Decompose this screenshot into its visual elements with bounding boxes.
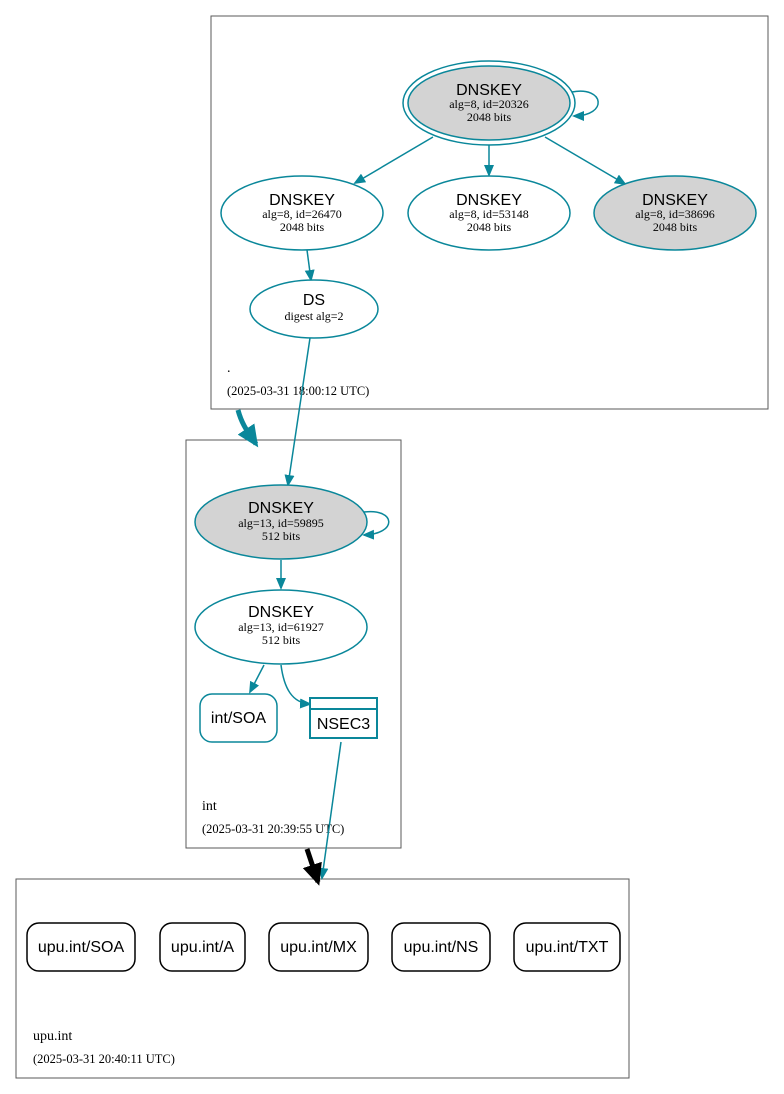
ds-shape [249, 279, 379, 339]
int-zsk-shape [194, 589, 368, 665]
delegation-int-to-upu [302, 848, 322, 886]
root-ksk-38696-size: 2048 bits [653, 220, 698, 234]
zone-root-timestamp: (2025-03-31 18:00:12 UTC) [227, 384, 369, 398]
int-ksk-size: 512 bits [262, 529, 301, 543]
zone-int-timestamp: (2025-03-31 20:39:55 UTC) [202, 822, 344, 836]
upu-a-shape [159, 922, 246, 972]
zone-upu: upu.int (2025-03-31 20:40:11 UTC) [15, 878, 630, 1079]
edge-int-ksk-self [362, 510, 390, 540]
root-zsk-26470-detail: alg=8, id=26470 [262, 207, 342, 221]
nsec3-node[interactable]: NSEC3 [309, 697, 378, 739]
zone-int-name: int [202, 799, 217, 814]
upu-ns-label: upu.int/NS [404, 939, 479, 956]
root-zsk-26470-size: 2048 bits [280, 220, 325, 234]
int-ksk-59895-node[interactable]: DNSKEY alg=13, id=59895 512 bits [194, 484, 368, 560]
zone-root: . (2025-03-31 18:00:12 UTC) [210, 15, 769, 410]
root-zsk-53148-title: DNSKEY [456, 192, 522, 209]
int-zsk-title: DNSKEY [248, 604, 314, 621]
edge-int-zsk-to-nsec3 [280, 664, 312, 709]
upu-soa-node[interactable]: upu.int/SOA [26, 922, 136, 972]
ds-detail: digest alg=2 [284, 309, 343, 323]
root-zsk-53148-node[interactable]: DNSKEY alg=8, id=53148 2048 bits [407, 175, 571, 251]
ds-title: DS [303, 292, 325, 309]
edge-int-zsk-to-soa [249, 664, 265, 694]
root-zsk-26470-node[interactable]: DNSKEY alg=8, id=26470 2048 bits [220, 175, 384, 251]
edge-root-ksk-to-26470 [353, 136, 434, 185]
upu-ns-shape [391, 922, 491, 972]
upu-a-label: upu.int/A [171, 939, 234, 956]
root-zsk-26470-title: DNSKEY [269, 192, 335, 209]
nsec3-label: NSEC3 [317, 716, 370, 733]
int-zsk-detail: alg=13, id=61927 [238, 620, 324, 634]
upu-mx-node[interactable]: upu.int/MX [268, 922, 369, 972]
root-zsk-26470-shape [220, 175, 384, 251]
edge-root-ksk-self [571, 90, 599, 121]
nsec3-shape [309, 697, 378, 739]
upu-txt-label: upu.int/TXT [526, 939, 609, 956]
zone-root-name: . [227, 361, 231, 376]
root-ksk-outer-ring [402, 60, 576, 146]
upu-txt-node[interactable]: upu.int/TXT [513, 922, 621, 972]
zone-upu-name: upu.int [33, 1029, 72, 1044]
root-ksk-38696-detail: alg=8, id=38696 [635, 207, 715, 221]
edges [249, 90, 627, 880]
edge-ds-to-int-ksk [284, 337, 311, 487]
edge-26470-to-ds [304, 249, 315, 282]
zone-int-border [185, 439, 402, 849]
delegation-root-to-int [235, 409, 259, 448]
upu-mx-shape [268, 922, 369, 972]
ds-node[interactable]: DS digest alg=2 [249, 279, 379, 339]
root-zsk-53148-detail: alg=8, id=53148 [449, 207, 529, 221]
upu-a-node[interactable]: upu.int/A [159, 922, 246, 972]
zone-upu-border [15, 878, 630, 1079]
int-ksk-shape [194, 484, 368, 560]
upu-txt-shape [513, 922, 621, 972]
edge-nsec3-to-upu [318, 741, 342, 880]
root-ksk-detail: alg=8, id=20326 [449, 97, 529, 111]
root-zsk-53148-shape [407, 175, 571, 251]
root-ksk-38696-title: DNSKEY [642, 192, 708, 209]
zone-root-border [210, 15, 769, 410]
upu-ns-node[interactable]: upu.int/NS [391, 922, 491, 972]
zone-upu-timestamp: (2025-03-31 20:40:11 UTC) [33, 1052, 175, 1066]
int-zsk-size: 512 bits [262, 633, 301, 647]
root-zsk-53148-size: 2048 bits [467, 220, 512, 234]
int-soa-node[interactable]: int/SOA [199, 693, 278, 743]
root-ksk-shape [407, 65, 571, 141]
root-ksk-title: DNSKEY [456, 82, 522, 99]
upu-mx-label: upu.int/MX [280, 939, 357, 956]
int-zsk-61927-node[interactable]: DNSKEY alg=13, id=61927 512 bits [194, 589, 368, 665]
int-ksk-title: DNSKEY [248, 500, 314, 517]
root-ksk-38696-node[interactable]: DNSKEY alg=8, id=38696 2048 bits [593, 175, 757, 251]
int-soa-shape [199, 693, 278, 743]
root-ksk-20326-node[interactable]: DNSKEY alg=8, id=20326 2048 bits [402, 60, 576, 146]
upu-soa-label: upu.int/SOA [38, 939, 125, 956]
int-ksk-detail: alg=13, id=59895 [238, 516, 324, 530]
int-soa-label: int/SOA [211, 710, 266, 727]
zone-int: int (2025-03-31 20:39:55 UTC) [185, 439, 402, 849]
root-ksk-38696-shape [593, 175, 757, 251]
edge-root-ksk-to-38696 [544, 136, 627, 186]
upu-soa-shape [26, 922, 136, 972]
root-ksk-size: 2048 bits [467, 110, 512, 124]
